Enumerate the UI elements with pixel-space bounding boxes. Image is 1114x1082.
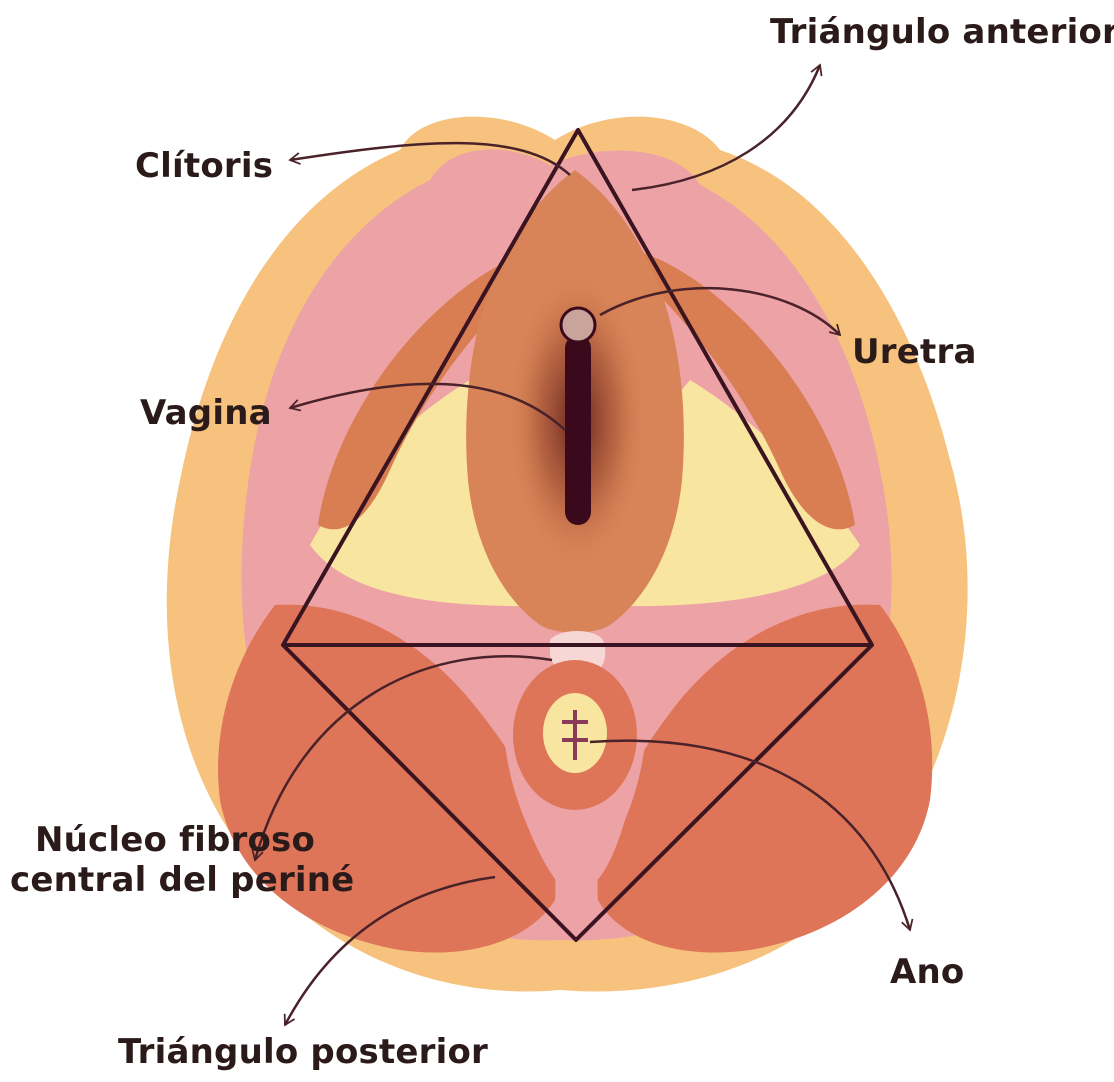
label-clitoris: Clítoris [135,146,273,186]
label-uretra: Uretra [852,332,977,372]
label-triangulo-posterior: Triángulo posterior [118,1032,488,1072]
label-triangulo-anterior: Triángulo anterior [770,12,1114,52]
urethra-opening [561,308,595,342]
label-ano: Ano [890,952,964,992]
label-nucleo-line1: Núcleo fibroso [10,820,354,860]
label-nucleo-line2: central del periné [10,860,354,900]
label-vagina: Vagina [140,393,272,433]
label-nucleo-fibroso: Núcleo fibroso central del periné [10,820,354,900]
vaginal-canal [565,335,591,525]
